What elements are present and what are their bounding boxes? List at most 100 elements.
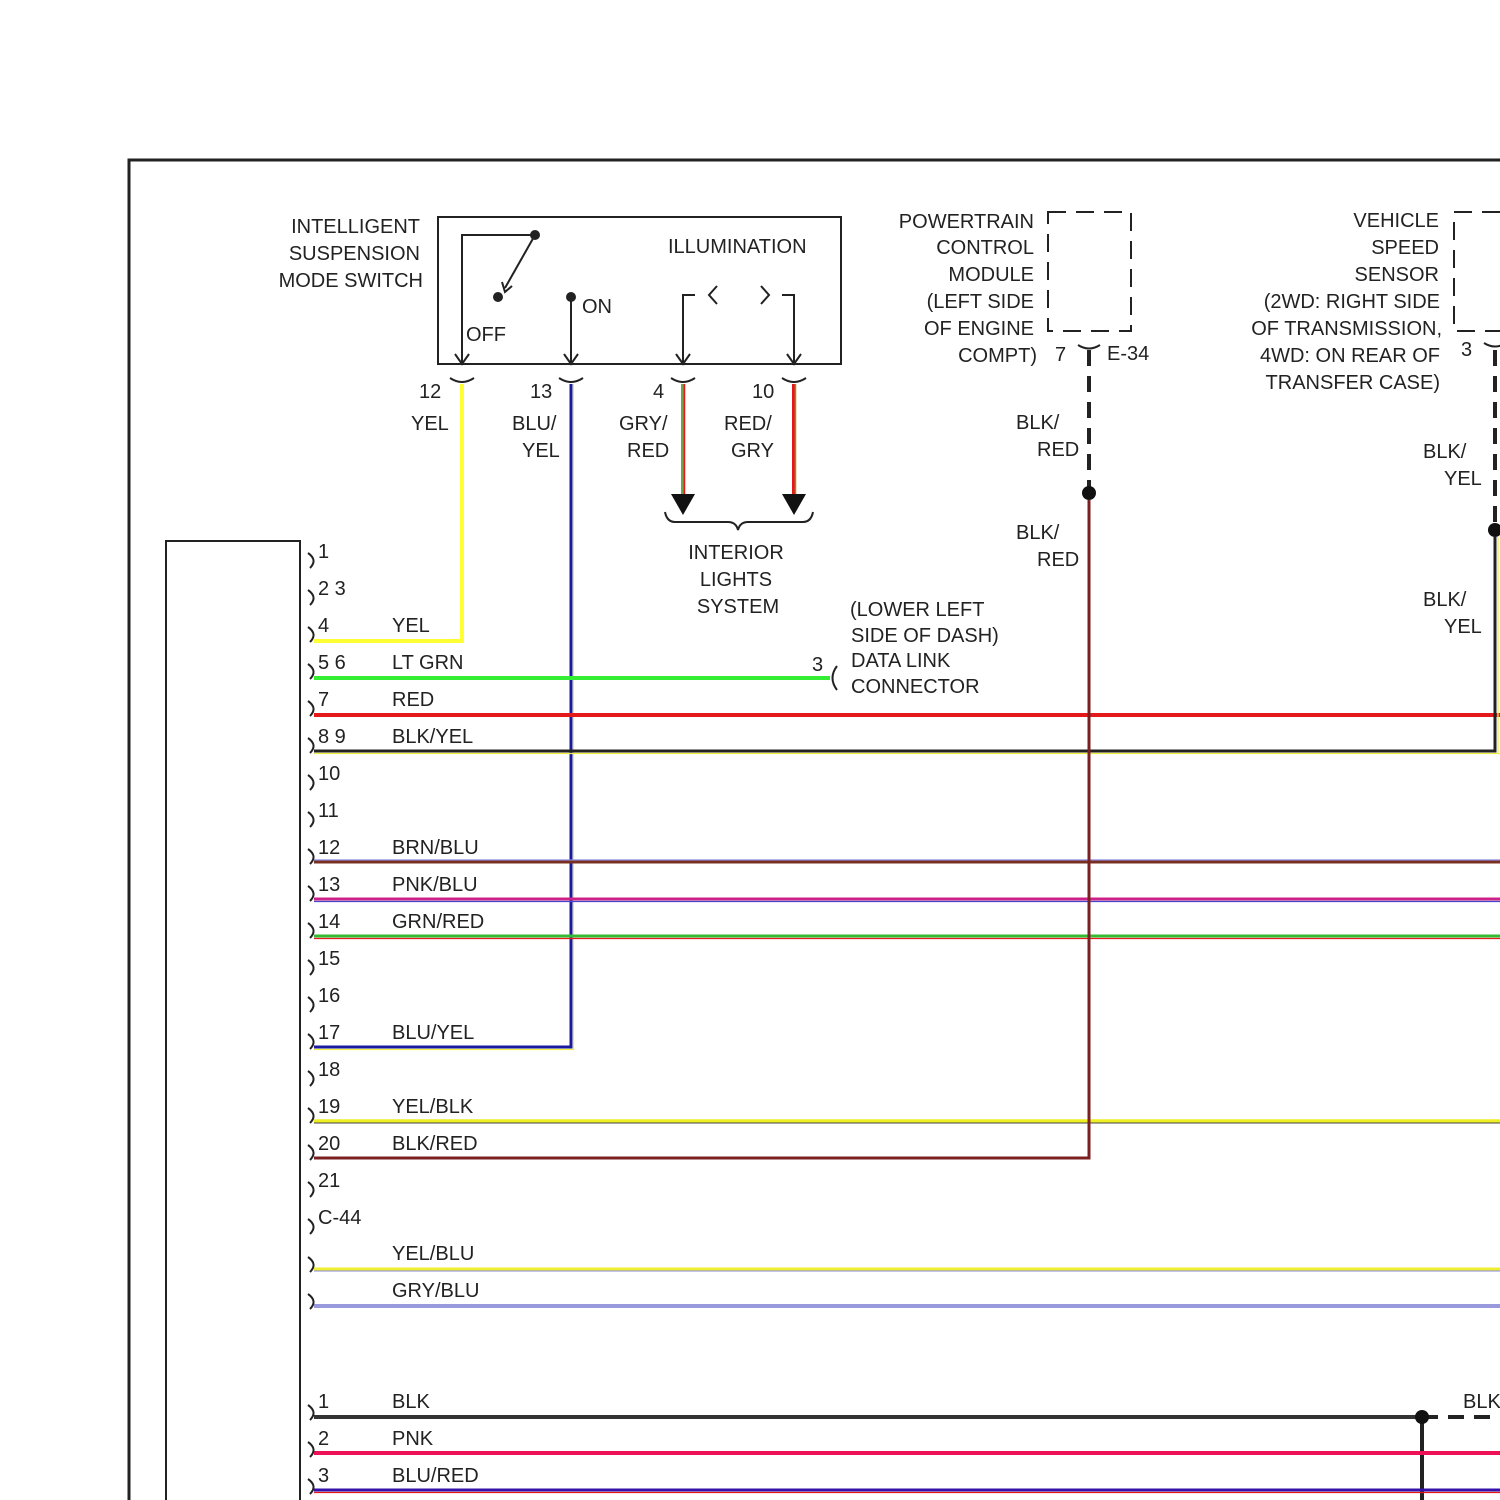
module-wire-label: RED [392,689,434,711]
module-pin-cup [308,627,314,642]
pcm-pin-cup [1078,345,1100,349]
module-wire-label: BLK [392,1391,430,1413]
switch-wire-13-line-1: BLU/ [512,413,557,435]
pcm-title-line-4: (LEFT SIDE [927,291,1034,313]
pcm-wire-upper-line-2: RED [1037,439,1079,461]
switch-off-label: OFF [466,324,506,346]
module-pin-cup [308,960,314,975]
module-pin-number: 16 [318,985,340,1007]
pcm-title-line-5: OF ENGINE [924,318,1034,340]
pcm-title-line-6: COMPT) [958,345,1037,367]
module-pin-cup [308,812,314,827]
switch-pin-10: 10 [752,381,774,403]
pcm: POWERTRAIN CONTROL MODULE (LEFT SIDE OF … [899,211,1149,571]
wires: BLK [314,384,1500,1500]
module-pin-cup [308,1034,314,1049]
switch-wire-4-line-1: GRY/ [619,413,668,435]
interior-arrow-left [671,494,695,515]
vss-wire-lower-line-1: BLK/ [1423,589,1467,611]
switch-off-contact [493,292,503,302]
module-pin-cup [308,1182,314,1197]
vss-wire-upper-line-1: BLK/ [1423,441,1467,463]
module-pin-cup [308,1145,314,1160]
dlc-pin: 3 [812,654,823,676]
dlc: (LOWER LEFT SIDE OF DASH) DATA LINK CONN… [812,599,999,698]
module-pin-number: 13 [318,874,340,896]
illumination-label: ILLUMINATION [668,236,807,258]
module-wire-label: PNK/BLU [392,874,478,896]
dlc-title-line-1: (LOWER LEFT [850,599,984,621]
vss-box [1454,212,1500,331]
vss-title-line-3: SENSOR [1355,264,1439,286]
dlc-title-line-4: CONNECTOR [851,676,980,698]
module-pin-number: 19 [318,1096,340,1118]
module-wire-label: YEL [392,615,430,637]
switch-title-line-3: MODE SWITCH [279,270,423,292]
module-pin-number: 15 [318,948,340,970]
switch-blade [505,235,535,288]
blk-splice-dot [1415,1410,1429,1424]
module-pin-cup [308,886,314,901]
module-pin-cup [308,1108,314,1123]
module-pin-column: 12 34YEL5 6LT GRN7RED8 9BLK/YEL101112BRN… [308,541,484,1234]
pcm-wire-lower-line-2: RED [1037,549,1079,571]
dlc-pin-cup [833,666,838,690]
pcm-wire-lower-line-1: BLK/ [1016,522,1060,544]
module-wire-label: BLU/RED [392,1465,479,1487]
module-wire-label: BRN/BLU [392,837,479,859]
switch-pin-13: 13 [530,381,552,403]
vss-pin: 3 [1461,339,1472,361]
module-pin-number: 10 [318,763,340,785]
module-pin-cup [308,775,314,790]
switch-wire-13-line-2: YEL [522,440,560,462]
dlc-title-line-3: DATA LINK [851,650,951,672]
mode-switch: INTELLIGENT SUSPENSION MODE SWITCH ILLUM… [279,216,841,462]
vss-title-line-4: (2WD: RIGHT SIDE [1264,291,1440,313]
module-pin-number: 1 [318,541,329,563]
module-pin-cup [308,701,314,716]
vss-wire-lower-line-2: YEL [1444,616,1482,638]
module-pin-cup [308,923,314,938]
module-pin-number: 2 [318,1428,329,1450]
vss-title-line-1: VEHICLE [1353,210,1439,232]
module-wire-label: LT GRN [392,652,464,674]
pcm-pin: 7 [1055,344,1066,366]
module-pin-number: 4 [318,615,329,637]
pcm-title-line-3: MODULE [948,264,1034,286]
module-pin-cup [308,553,314,568]
pcm-connector: E-34 [1107,343,1149,365]
vss-splice-dot [1488,523,1500,537]
module-pin-number: 7 [318,689,329,711]
vss-title-line-6: 4WD: ON REAR OF [1260,345,1440,367]
illumination-lead-left [683,295,695,362]
switch-pin-4: 4 [653,381,664,403]
module-pin-cup [308,1442,314,1457]
vss: VEHICLE SPEED SENSOR (2WD: RIGHT SIDE OF… [1251,210,1500,638]
module-pin-cup [308,849,314,864]
vss-pin-cup [1484,343,1500,347]
module-pin-number: 1 [318,1391,329,1413]
module-pin-number: 17 [318,1022,340,1044]
interior-lights-line-2: LIGHTS [700,569,772,591]
pcm-title-line-1: POWERTRAIN [899,211,1034,233]
pcm-title-line-2: CONTROL [936,237,1034,259]
module-pin-number: 12 [318,837,340,859]
bulb-left-icon [709,286,717,304]
pcm-wire-upper-line-1: BLK/ [1016,412,1060,434]
vss-title-line-7: TRANSFER CASE) [1266,372,1440,394]
dlc-title-line-2: SIDE OF DASH) [851,625,999,647]
module-pin-number: 14 [318,911,340,933]
switch-pin-12: 12 [419,381,441,403]
pcm-splice-dot [1082,486,1096,500]
module-pin-cup [308,997,314,1012]
control-module-box [166,541,300,1500]
module-wire-label: BLK/YEL [392,726,473,748]
module-pin-cup [308,1257,314,1272]
switch-pin-cup-13 [559,378,583,382]
module-pin-cup [308,1479,314,1494]
illumination-lead-right [782,295,794,362]
switch-title-line-2: SUSPENSION [289,243,420,265]
module-pin-cup [308,1294,314,1309]
module-wire-label: YEL/BLK [392,1096,474,1118]
